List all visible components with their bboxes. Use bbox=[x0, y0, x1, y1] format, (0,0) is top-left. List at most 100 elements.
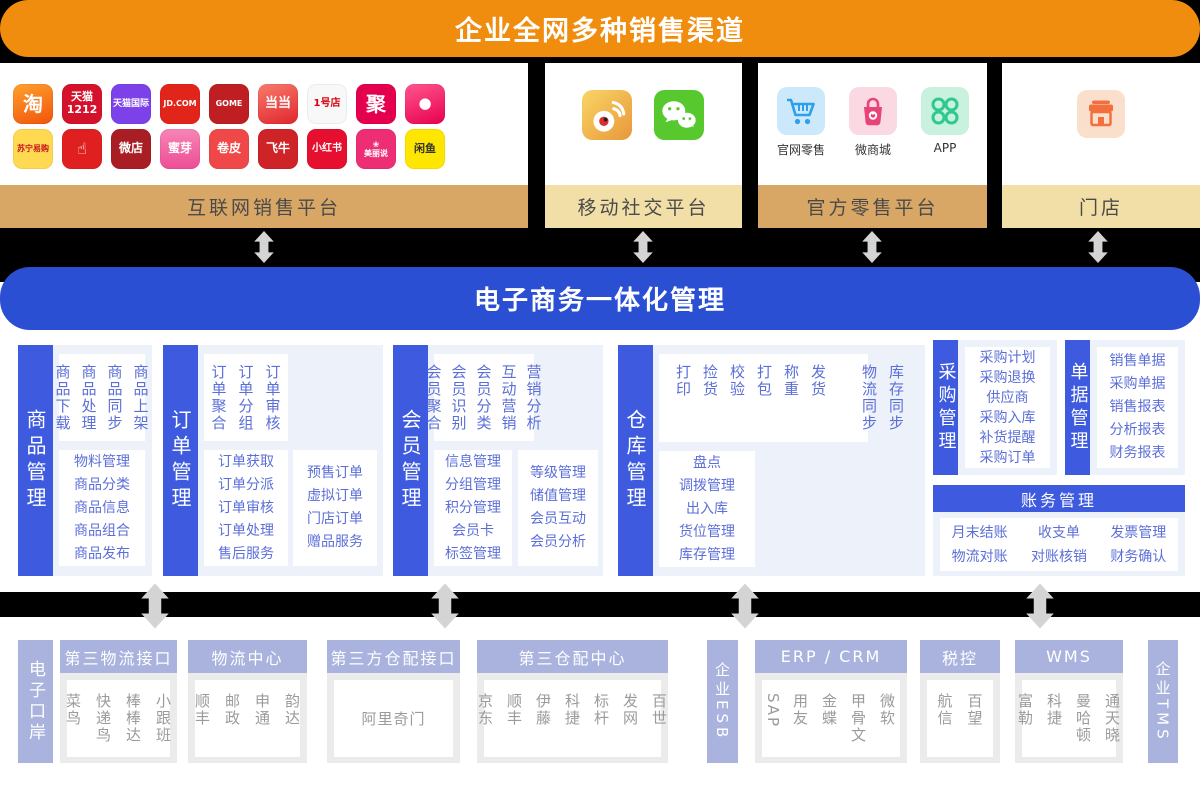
double-arrow-icon bbox=[431, 583, 459, 629]
vertical-label: 捡货 bbox=[701, 364, 719, 398]
module-title-bar: 采购管理 bbox=[933, 340, 958, 475]
module-item: 采购订单 bbox=[979, 449, 1036, 466]
card-box: 顺丰邮政申通韵达 bbox=[193, 680, 301, 757]
module-item: 虚拟订单 bbox=[307, 488, 363, 504]
module-box: 采购计划采购退换供应商采购入库补货提醒采购订单 bbox=[965, 347, 1050, 468]
app-grid-icon bbox=[921, 87, 970, 135]
module-title-bar: 单据管理 bbox=[1065, 340, 1090, 475]
module-member-management: 会员管理 会员聚合会员识别会员分类互动营销营销分析 信息管理分组管理积分管理会员… bbox=[393, 345, 603, 576]
vertical-label: 会员分类 bbox=[474, 364, 493, 432]
vertical-label: 打包 bbox=[755, 364, 773, 398]
vertical-label: 订单聚合 bbox=[209, 364, 228, 432]
module-item: 物流对账 bbox=[951, 548, 1008, 565]
suning-icon: 苏宁易购 bbox=[13, 129, 53, 169]
double-arrow-icon bbox=[862, 231, 882, 263]
channel-official-retail: 官网零售 微商城 A bbox=[758, 63, 987, 228]
vertical-label: 韵达 bbox=[283, 693, 301, 727]
channel-label: 门店 bbox=[1078, 197, 1123, 219]
module-item: 分析报表 bbox=[1109, 422, 1166, 438]
top-banner-title: 企业全网多种销售渠道 bbox=[455, 16, 745, 47]
channel-store: 门店 bbox=[1002, 63, 1200, 228]
vertical-label: 会员聚合 bbox=[424, 364, 443, 432]
youzan-icon: ☝ bbox=[62, 129, 102, 169]
card-logistics-center: 物流中心 顺丰邮政申通韵达 bbox=[188, 640, 307, 763]
vertical-label: 库存同步 bbox=[887, 364, 905, 432]
channel-label: 移动社交平台 bbox=[577, 197, 710, 219]
weibo-icon bbox=[582, 90, 632, 140]
vertical-label: 校验 bbox=[728, 364, 746, 398]
module-box: 盘点调拨管理出入库货位管理库存管理 bbox=[659, 451, 755, 567]
vertical-label: 称重 bbox=[782, 364, 800, 398]
module-item: 出入库 bbox=[686, 500, 728, 517]
module-item: 订单获取 bbox=[218, 453, 274, 470]
module-item: 采购退换 bbox=[979, 369, 1036, 386]
module-item: 商品信息 bbox=[74, 499, 130, 516]
module-box: 订单获取订单分派订单审核订单处理售后服务 bbox=[204, 450, 288, 566]
module-item: 采购单据 bbox=[1109, 376, 1166, 392]
module-item: 销售报表 bbox=[1109, 399, 1166, 415]
card-title: 第三物流接口 bbox=[60, 640, 177, 673]
vertical-label: 商品同步 bbox=[105, 364, 124, 432]
vertical-label: 微软 bbox=[878, 693, 896, 727]
vertical-label: 通天晓 bbox=[1103, 693, 1121, 744]
vertical-label: 顺丰 bbox=[193, 693, 211, 727]
double-arrow-icon bbox=[1026, 583, 1054, 629]
icon-caption: 微商城 bbox=[855, 143, 892, 157]
channel-label-bar: 门店 bbox=[1002, 185, 1200, 228]
module-box: 信息管理分组管理积分管理会员卡标签管理 bbox=[434, 450, 512, 566]
double-arrow-icon bbox=[731, 583, 759, 629]
tmall-1212-icon: 天猫 1212 bbox=[62, 84, 102, 124]
card-box: 富勒科捷曼哈顿通天晓 bbox=[1016, 680, 1121, 757]
mogujie-icon: ● bbox=[405, 84, 445, 124]
module-item: 发票管理 bbox=[1110, 524, 1167, 541]
module-item: 商品组合 bbox=[74, 522, 130, 539]
module-item: 预售订单 bbox=[307, 465, 363, 481]
module-item: 财务确认 bbox=[1110, 548, 1167, 565]
module-item: 积分管理 bbox=[445, 499, 501, 516]
module-document-management: 单据管理 销售单据采购单据销售报表分析报表财务报表 bbox=[1065, 340, 1185, 475]
vertical-label: 富勒 bbox=[1016, 693, 1034, 727]
module-item: 物料管理 bbox=[74, 453, 130, 470]
card-text: 阿里奇门 bbox=[361, 710, 426, 728]
channel-label: 互联网销售平台 bbox=[186, 197, 341, 219]
module-item: 等级管理 bbox=[530, 465, 586, 481]
module-purchase-management: 采购管理 采购计划采购退换供应商采购入库补货提醒采购订单 bbox=[933, 340, 1057, 475]
card-title: ERP / CRM bbox=[755, 640, 907, 673]
miya-icon: 蜜芽 bbox=[160, 129, 200, 169]
bottom-black-separator bbox=[0, 592, 1200, 617]
module-accounting-management: 账务管理 月末结账物流对账 收支单对账核销 发票管理财务确认 bbox=[933, 485, 1185, 576]
card-wms: WMS 富勒科捷曼哈顿通天晓 bbox=[1015, 640, 1123, 763]
module-item: 供应商 bbox=[986, 389, 1029, 406]
vertical-label: 打印 bbox=[674, 364, 692, 398]
module-item: 财务报表 bbox=[1109, 445, 1166, 461]
module-item: 盘点 bbox=[693, 454, 721, 471]
juanpi-icon: 卷皮 bbox=[209, 129, 249, 169]
vertical-label: 用友 bbox=[791, 693, 809, 727]
card-title: 第三方仓配接口 bbox=[327, 640, 460, 673]
micro-mall-bag-icon bbox=[849, 87, 898, 135]
vertical-label: 会员识别 bbox=[449, 364, 468, 432]
double-arrow-icon bbox=[1088, 231, 1108, 263]
dangdang-icon: 当当 bbox=[258, 84, 298, 124]
module-item: 货位管理 bbox=[679, 523, 735, 540]
vertical-label: 曼哈顿 bbox=[1074, 693, 1092, 744]
module-box: 商品下载商品处理商品同步商品上架 bbox=[54, 354, 150, 441]
vertical-label: 棒棒达 bbox=[124, 693, 142, 744]
module-item: 会员卡 bbox=[452, 522, 494, 539]
vertical-label: 顺丰 bbox=[505, 693, 523, 727]
e-port-bar: 电子口岸 bbox=[18, 640, 53, 763]
vertical-label: 快递鸟 bbox=[94, 693, 112, 744]
card-box: 航信百望 bbox=[927, 680, 993, 757]
vertical-label: 科捷 bbox=[1045, 693, 1063, 727]
vertical-label: 伊藤 bbox=[534, 693, 552, 727]
channel-mobile-social: 移动社交平台 bbox=[545, 63, 742, 228]
mid-banner-title: 电子商务一体化管理 bbox=[473, 286, 726, 316]
enterprise-esb-bar: 企业ESB bbox=[707, 640, 738, 763]
vertical-label: 互动营销 bbox=[499, 364, 518, 432]
taobao-icon: 淘 bbox=[13, 84, 53, 124]
channel-internet-platforms: 淘 天猫 1212 天猫国际 JD.COM GOME bbox=[0, 63, 528, 228]
jd-icon: JD.COM bbox=[160, 84, 200, 124]
module-order-management: 订单管理 订单聚合订单分组订单审核 订单获取订单分派订单审核订单处理售后服务 预… bbox=[163, 345, 383, 576]
